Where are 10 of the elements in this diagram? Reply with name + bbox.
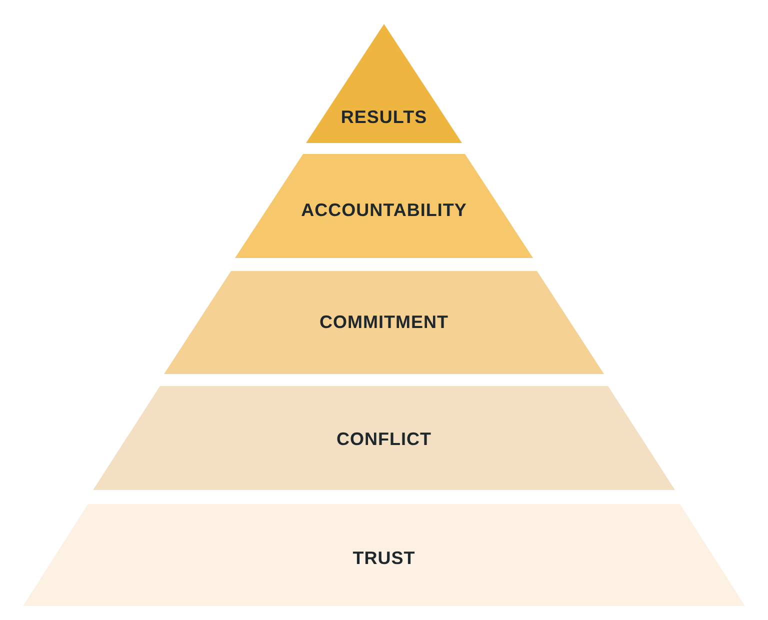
tier-label: COMMITMENT [320,313,448,331]
tier-label: CONFLICT [336,430,432,448]
pyramid-apex-triangle [306,24,462,143]
pyramid-tier [93,386,675,490]
pyramid-tier [164,271,604,374]
tier-label: RESULTS [340,108,428,126]
pyramid-tier [23,504,745,606]
tier-label: ACCOUNTABILITY [301,201,467,219]
tier-label: TRUST [352,549,416,567]
pyramid-tier [235,154,533,258]
